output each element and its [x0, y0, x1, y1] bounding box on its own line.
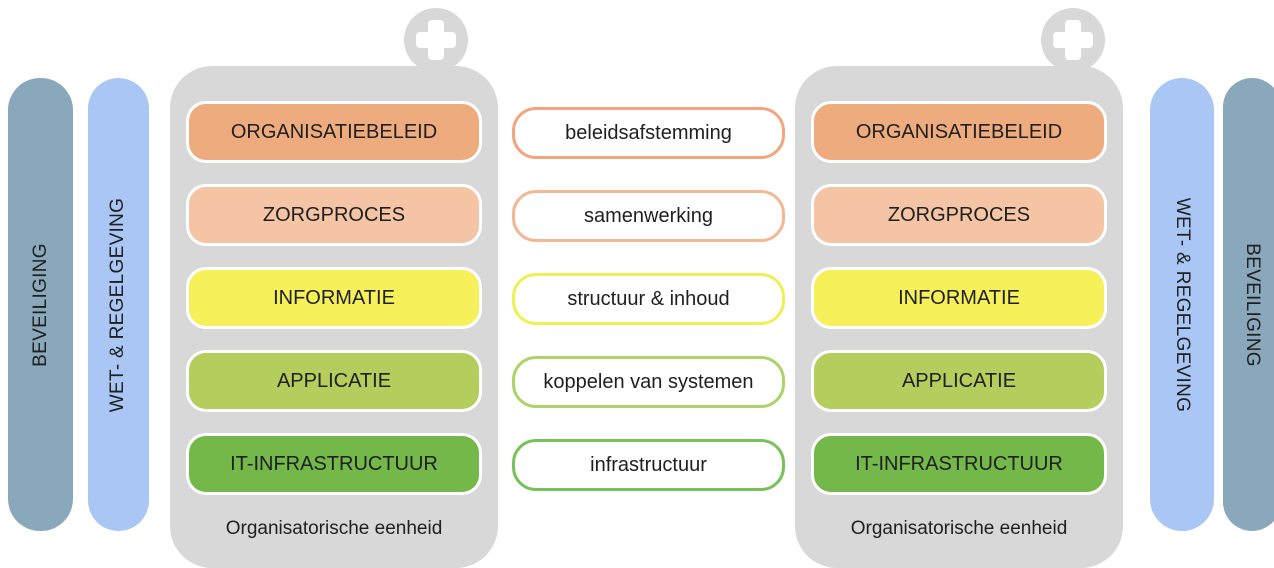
legislation-bar-label: WET- & REGELGEVING [107, 197, 129, 412]
connector-collaboration: samenwerking [512, 190, 785, 242]
connector-system-coupling: koppelen van systemen [512, 356, 785, 408]
layer-information: INFORMATIE [186, 267, 482, 329]
layer-application: APPLICATIE [811, 350, 1107, 412]
plus-icon [1041, 8, 1105, 72]
security-bar-label: BEVEILIGING [29, 242, 51, 367]
connector-policy-alignment: beleidsafstemming [512, 107, 785, 159]
layer-information: INFORMATIE [811, 267, 1107, 329]
layer-it-infrastructure: IT-INFRASTRUCTUUR [186, 433, 482, 495]
organisational-unit-right: ORGANISATIEBELEID ZORGPROCES INFORMATIE … [795, 66, 1123, 568]
layer-organisation-policy: ORGANISATIEBELEID [186, 101, 482, 163]
security-bar-right: BEVEILIGING [1223, 78, 1274, 531]
layer-organisation-policy: ORGANISATIEBELEID [811, 101, 1107, 163]
layer-it-infrastructure: IT-INFRASTRUCTUUR [811, 433, 1107, 495]
connector-structure-content: structuur & inhoud [512, 273, 785, 325]
security-bar-left: BEVEILIGING [8, 78, 73, 531]
organisational-unit-caption: Organisatorische eenheid [225, 518, 443, 539]
legislation-bar-label: WET- & REGELGEVING [1172, 197, 1193, 412]
layer-care-process: ZORGPROCES [811, 184, 1107, 246]
organisational-unit-caption: Organisatorische eenheid [850, 518, 1068, 539]
security-bar-label: BEVEILIGING [1242, 242, 1263, 367]
plus-icon [404, 8, 468, 72]
layer-care-process: ZORGPROCES [186, 184, 482, 246]
layer-application: APPLICATIE [186, 350, 482, 412]
organisational-unit-left: ORGANISATIEBELEID ZORGPROCES INFORMATIE … [170, 66, 498, 568]
legislation-bar-right: WET- & REGELGEVING [1150, 78, 1214, 531]
legislation-bar-left: WET- & REGELGEVING [88, 78, 149, 531]
connector-infrastructure: infrastructuur [512, 439, 785, 491]
